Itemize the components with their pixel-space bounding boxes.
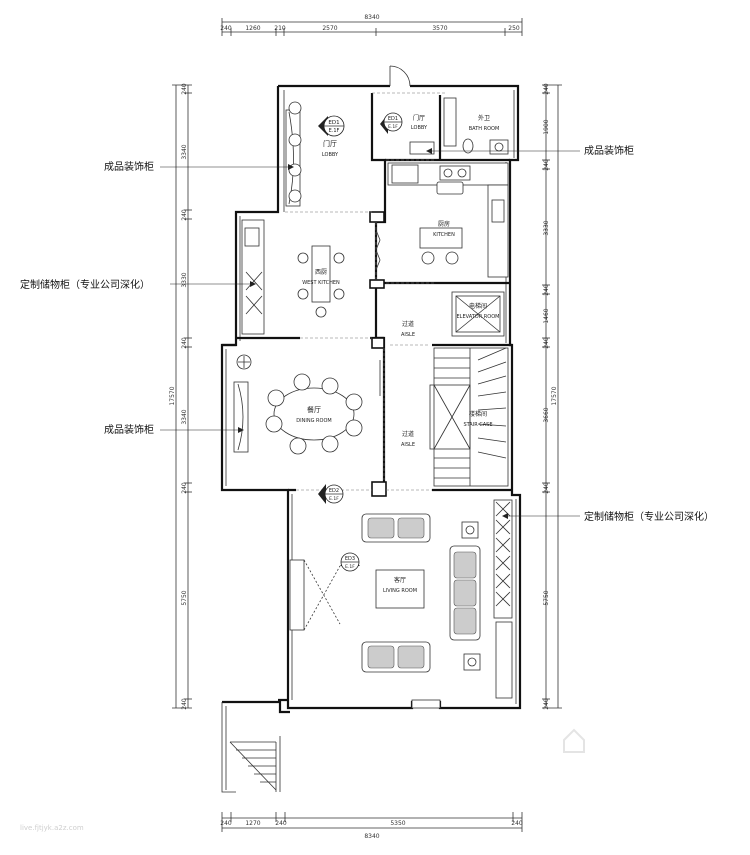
top-dim-2: 1260 [245,25,260,32]
elevation-marker-ed3: ED3 E.1F [340,552,360,572]
left-dim-7: 240 [181,482,188,494]
bathroom-fixtures [443,97,509,155]
right-dim-3: 240 [543,159,550,171]
lobby-right-en: LOBBY [411,125,428,131]
callout-left-decorative-cabinet-1: 成品装饰柜 [104,160,154,173]
aisle-2-en: AISLE [401,442,415,448]
right-dim-1: 240 [543,83,550,95]
kitchen-en: KITCHEN [433,232,455,238]
elevator-en: ELEVATOR ROOM [457,314,500,320]
top-dimension-chain: 8340 240 1260 210 2570 3570 250 [220,14,523,36]
left-dim-9: 240 [181,698,188,710]
bottom-dim-3: 240 [275,820,287,827]
lobby-left-en: LOBBY [322,152,339,158]
aisle-2-cn: 过道 [402,430,414,438]
west-kitchen-en: WEST KITCHEN [302,280,340,286]
elevator-shaft [451,291,505,337]
marker-ed1-right: ED1 E.1F [380,112,403,134]
top-dim-1: 240 [220,25,232,32]
right-dim-5: 240 [543,284,550,296]
right-dim-2: 1900 [543,119,550,134]
marker-1-id: ED1 [328,120,339,126]
folding-door [375,229,381,271]
left-dim-4: 3330 [181,272,188,287]
dining-cn: 餐厅 [307,405,321,414]
right-dim-11: 240 [543,698,550,710]
kitchen-cn: 厨房 [438,220,450,228]
marker-2-id: ED1 [388,116,398,122]
left-dim-5: 240 [181,337,188,349]
top-dim-3: 210 [274,25,286,32]
left-total-dim: 17570 [169,386,176,405]
living-en: LIVING ROOM [383,588,417,594]
bottom-dim-1: 240 [220,820,232,827]
right-dim-8: 3660 [543,407,550,422]
right-dim-7: 240 [543,337,550,349]
bottom-total-dim: 8340 [364,833,379,840]
left-dimension-chain: 17570 240 3340 240 3330 240 3340 240 575… [169,83,192,710]
dining-furniture [233,354,381,455]
bottom-dim-2: 1270 [245,820,260,827]
west-kitchen-fixtures [241,219,345,335]
aisle-1-en: AISLE [401,332,415,338]
right-dim-10: 5750 [543,590,550,605]
bottom-dim-4: 5350 [390,820,405,827]
marker-1-sub: E.1F [329,128,340,134]
dining-en: DINING ROOM [296,418,331,424]
watermark: live.fjtjyk.a2z.com [20,728,585,832]
kitchen-fixtures [387,162,509,278]
exterior-steps [221,700,290,793]
west-kitchen-cn: 西厨 [315,269,327,276]
bathroom-en: BATH ROOM [469,126,500,132]
callout-right-decorative-cabinet: 成品装饰柜 [584,144,634,157]
bathroom-cn: 外卫 [478,114,490,122]
marker-4-id: ED3 [345,556,355,562]
callout-leaders [160,148,580,519]
top-dim-5: 3570 [432,25,447,32]
left-dim-8: 5750 [181,590,188,605]
entrance-door [389,65,411,87]
elevation-marker-ed1-left: ED1 E.1F [318,115,345,137]
lobby-right-cn: 门厅 [413,114,425,122]
right-dim-6: 1460 [543,308,550,323]
lobby-left-furniture [285,101,302,207]
elevator-cn: 电梯间 [469,302,487,310]
right-dim-9: 240 [543,482,550,494]
callout-left-decorative-cabinet-2: 成品装饰柜 [104,423,154,436]
staircase [429,347,509,487]
living-furniture [289,499,513,709]
living-cn: 客厅 [394,576,406,584]
stair-en: STAIR CASE [463,422,492,428]
marker-3-sub: E.1F [329,496,339,502]
elevation-marker-ed2: ED2 E.1F [318,484,344,504]
right-total-dim: 17570 [551,386,558,405]
bottom-dim-5: 240 [511,820,523,827]
aisle-1-cn: 过道 [402,320,414,328]
left-dim-2: 3340 [181,144,188,159]
callout-right-custom-storage: 定制储物柜（专业公司深化） [584,510,714,523]
bottom-dimension-chain: 240 1270 240 5350 240 8340 [220,812,523,840]
right-dim-4: 3330 [543,220,550,235]
top-dim-4: 2570 [322,25,337,32]
stair-cn: 楼梯间 [469,410,487,418]
right-dimension-chain: 17570 240 1900 240 3330 240 1460 240 366… [542,83,562,710]
watermark-text: live.fjtjyk.a2z.com [20,824,84,832]
marker-2-sub: E.1F [388,124,398,130]
top-total-dim: 8340 [364,14,379,21]
left-dim-6: 3340 [181,409,188,424]
lobby-left-cn: 门厅 [323,139,337,148]
callout-left-custom-storage: 定制储物柜（专业公司深化） [20,278,150,291]
marker-3-id: ED2 [329,488,339,494]
top-dim-6: 250 [508,25,520,32]
marker-4-sub: E.1F [345,564,355,570]
left-dim-3: 240 [181,209,188,221]
left-dim-1: 240 [181,83,188,95]
